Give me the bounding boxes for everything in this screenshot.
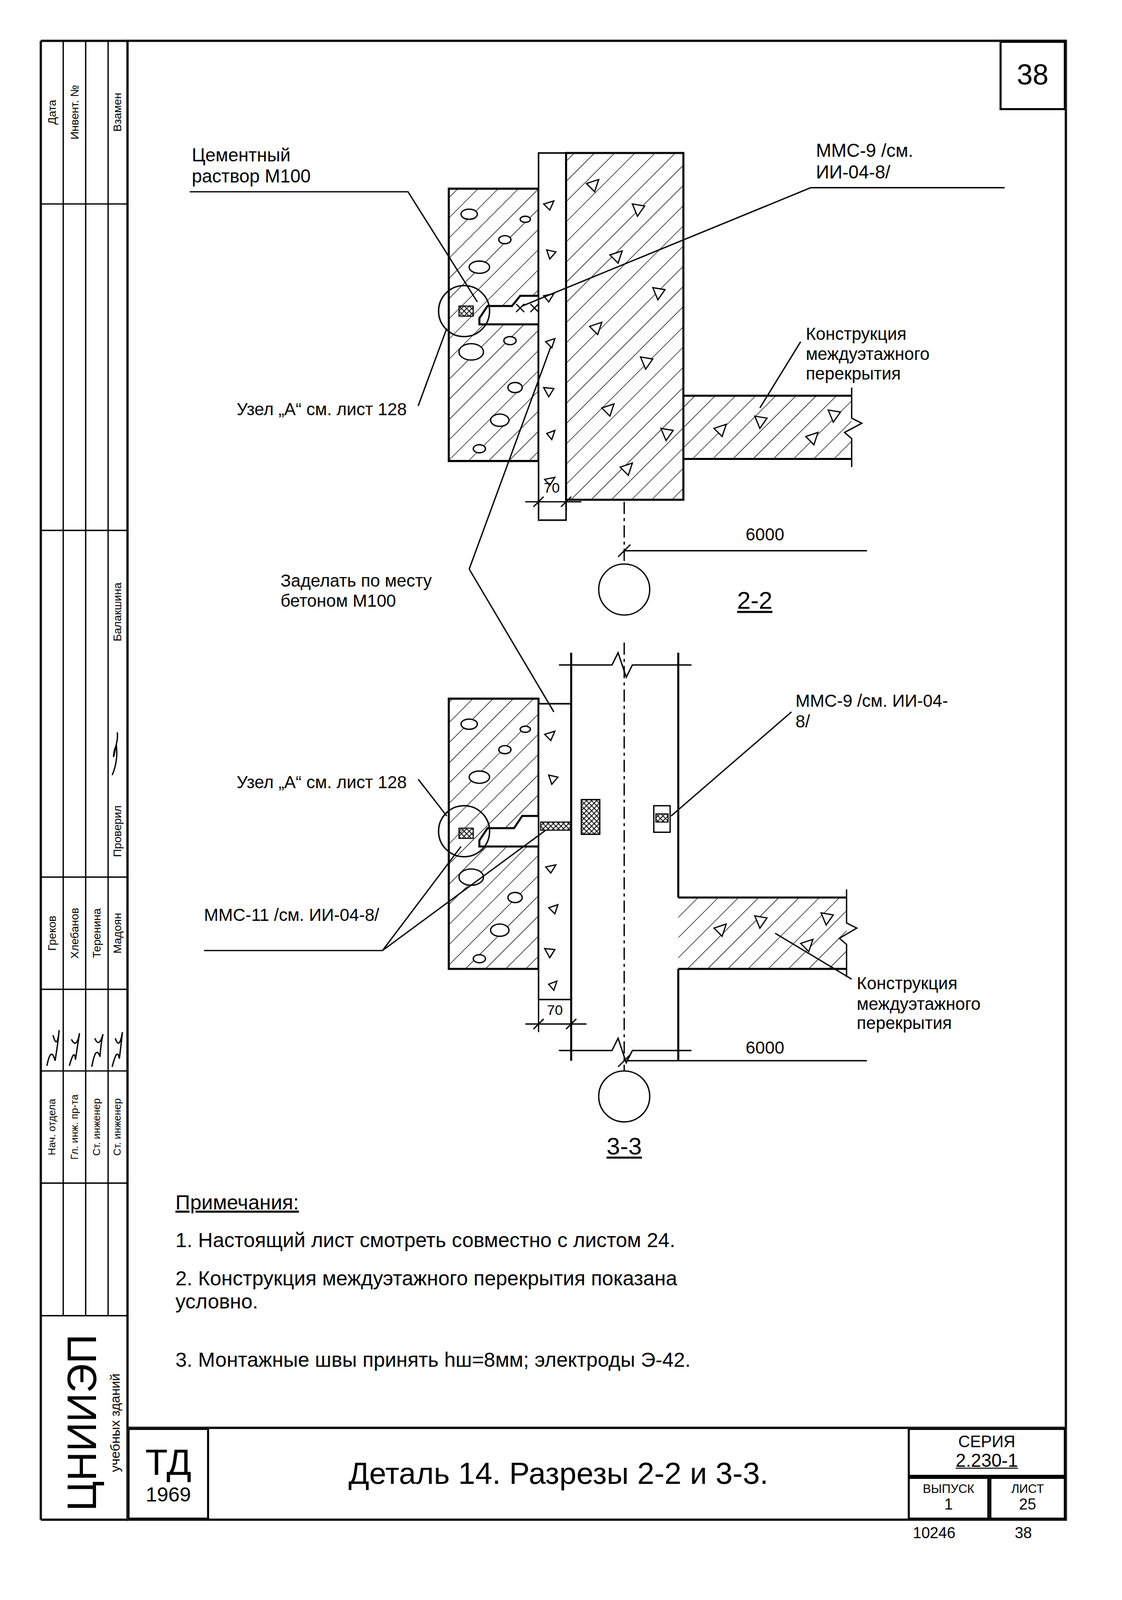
cell-text: 1 bbox=[944, 1496, 954, 1514]
section-title: 3-3 bbox=[593, 1132, 656, 1161]
section-2-2 bbox=[438, 152, 862, 520]
part-callout: ММС-9 /см. ИИ-04-8/ bbox=[815, 140, 959, 183]
stamp-field: Дата bbox=[45, 99, 59, 125]
sheet-cell: ЛИСТ25 bbox=[989, 1476, 1066, 1520]
stamp-field: Гл. инж. пр-та bbox=[68, 1094, 80, 1160]
dimension: 70 bbox=[540, 1001, 570, 1018]
stamp-name: Балакшина bbox=[111, 582, 125, 642]
note-text: 2. Конструкция междуэтажного перекрытия … bbox=[175, 1266, 706, 1314]
leader-lines bbox=[189, 187, 1005, 980]
cell-text: СЕРИЯ bbox=[958, 1433, 1016, 1452]
dimension: 6000 bbox=[713, 1038, 816, 1059]
note-callout: Заделать по месту бетоном М100 bbox=[280, 571, 464, 611]
cell-text: 1969 bbox=[145, 1482, 192, 1506]
issue-cell: ВЫПУСК1 bbox=[907, 1476, 990, 1520]
detail-reference: Узел „А“ см. лист 128 bbox=[236, 773, 416, 794]
cell-text: ЛИСТ bbox=[1011, 1482, 1045, 1497]
stamp-field: Проверил bbox=[111, 805, 125, 858]
stamp-field: Ст. инженер bbox=[90, 1098, 103, 1156]
cell-text: ТД bbox=[145, 1442, 192, 1483]
stamp-name: Хлебанов bbox=[67, 907, 81, 959]
side-stamp bbox=[40, 40, 128, 1316]
stamp-cell: ТД1969 bbox=[127, 1428, 210, 1521]
stamp-field: Нач. отдела bbox=[46, 1098, 58, 1156]
organization-subtitle: учебных зданий bbox=[108, 1373, 124, 1472]
frame bbox=[40, 40, 1066, 1520]
stamp-name: Греков bbox=[45, 915, 59, 952]
detail-reference: Узел „А“ см. лист 128 bbox=[236, 399, 416, 420]
cell-text: ВЫПУСК bbox=[922, 1482, 975, 1497]
dimension: 70 bbox=[538, 479, 566, 497]
stamp-name: Мадоян bbox=[111, 912, 125, 954]
dimensions-2-2 bbox=[525, 463, 868, 615]
archive-number: 10246 bbox=[912, 1523, 956, 1542]
cell-text: 38 bbox=[1016, 59, 1049, 91]
note-text: 1. Настоящий лист смотреть совместно с л… bbox=[175, 1229, 1053, 1253]
section-title: 2-2 bbox=[724, 586, 786, 615]
sheet-number-box: 38 bbox=[999, 40, 1066, 111]
stamp-name: Теренина bbox=[90, 908, 104, 959]
sheet-number: 38 bbox=[1014, 1523, 1033, 1542]
dimension: 6000 bbox=[713, 525, 816, 546]
note-text: 3. Монтажные швы принять hш=8мм; электро… bbox=[175, 1348, 1053, 1372]
cell-text: 25 bbox=[1018, 1496, 1037, 1514]
stamp-field: Инвент. № bbox=[67, 84, 81, 140]
dimensions-3-3 bbox=[525, 642, 868, 1122]
material-callout: Цементный раствор М100 bbox=[191, 144, 355, 187]
section-3-3 bbox=[438, 652, 857, 1064]
cell-text: 2.230-1 bbox=[955, 1451, 1018, 1472]
part-callout: ММС-9 /см. ИИ-04-8/ bbox=[795, 691, 949, 732]
stamp-field: Ст. инженер bbox=[111, 1098, 124, 1156]
sheet-title: Деталь 14. Разрезы 2-2 и 3-3. bbox=[209, 1456, 908, 1492]
structure-callout: Конструкция междуэтажного перекрытия bbox=[856, 974, 1056, 1035]
series-cell: СЕРИЯ2.230-1 bbox=[907, 1428, 1066, 1477]
part-callout: ММС-11 /см. ИИ-04-8/ bbox=[204, 905, 383, 926]
structure-callout: Конструкция междуэтажного перекрытия bbox=[805, 324, 1000, 385]
notes-heading: Примечания: bbox=[175, 1191, 300, 1215]
organization-name: ЦНИИЭП bbox=[58, 1334, 106, 1512]
stamp-field: Взамен bbox=[111, 92, 125, 132]
